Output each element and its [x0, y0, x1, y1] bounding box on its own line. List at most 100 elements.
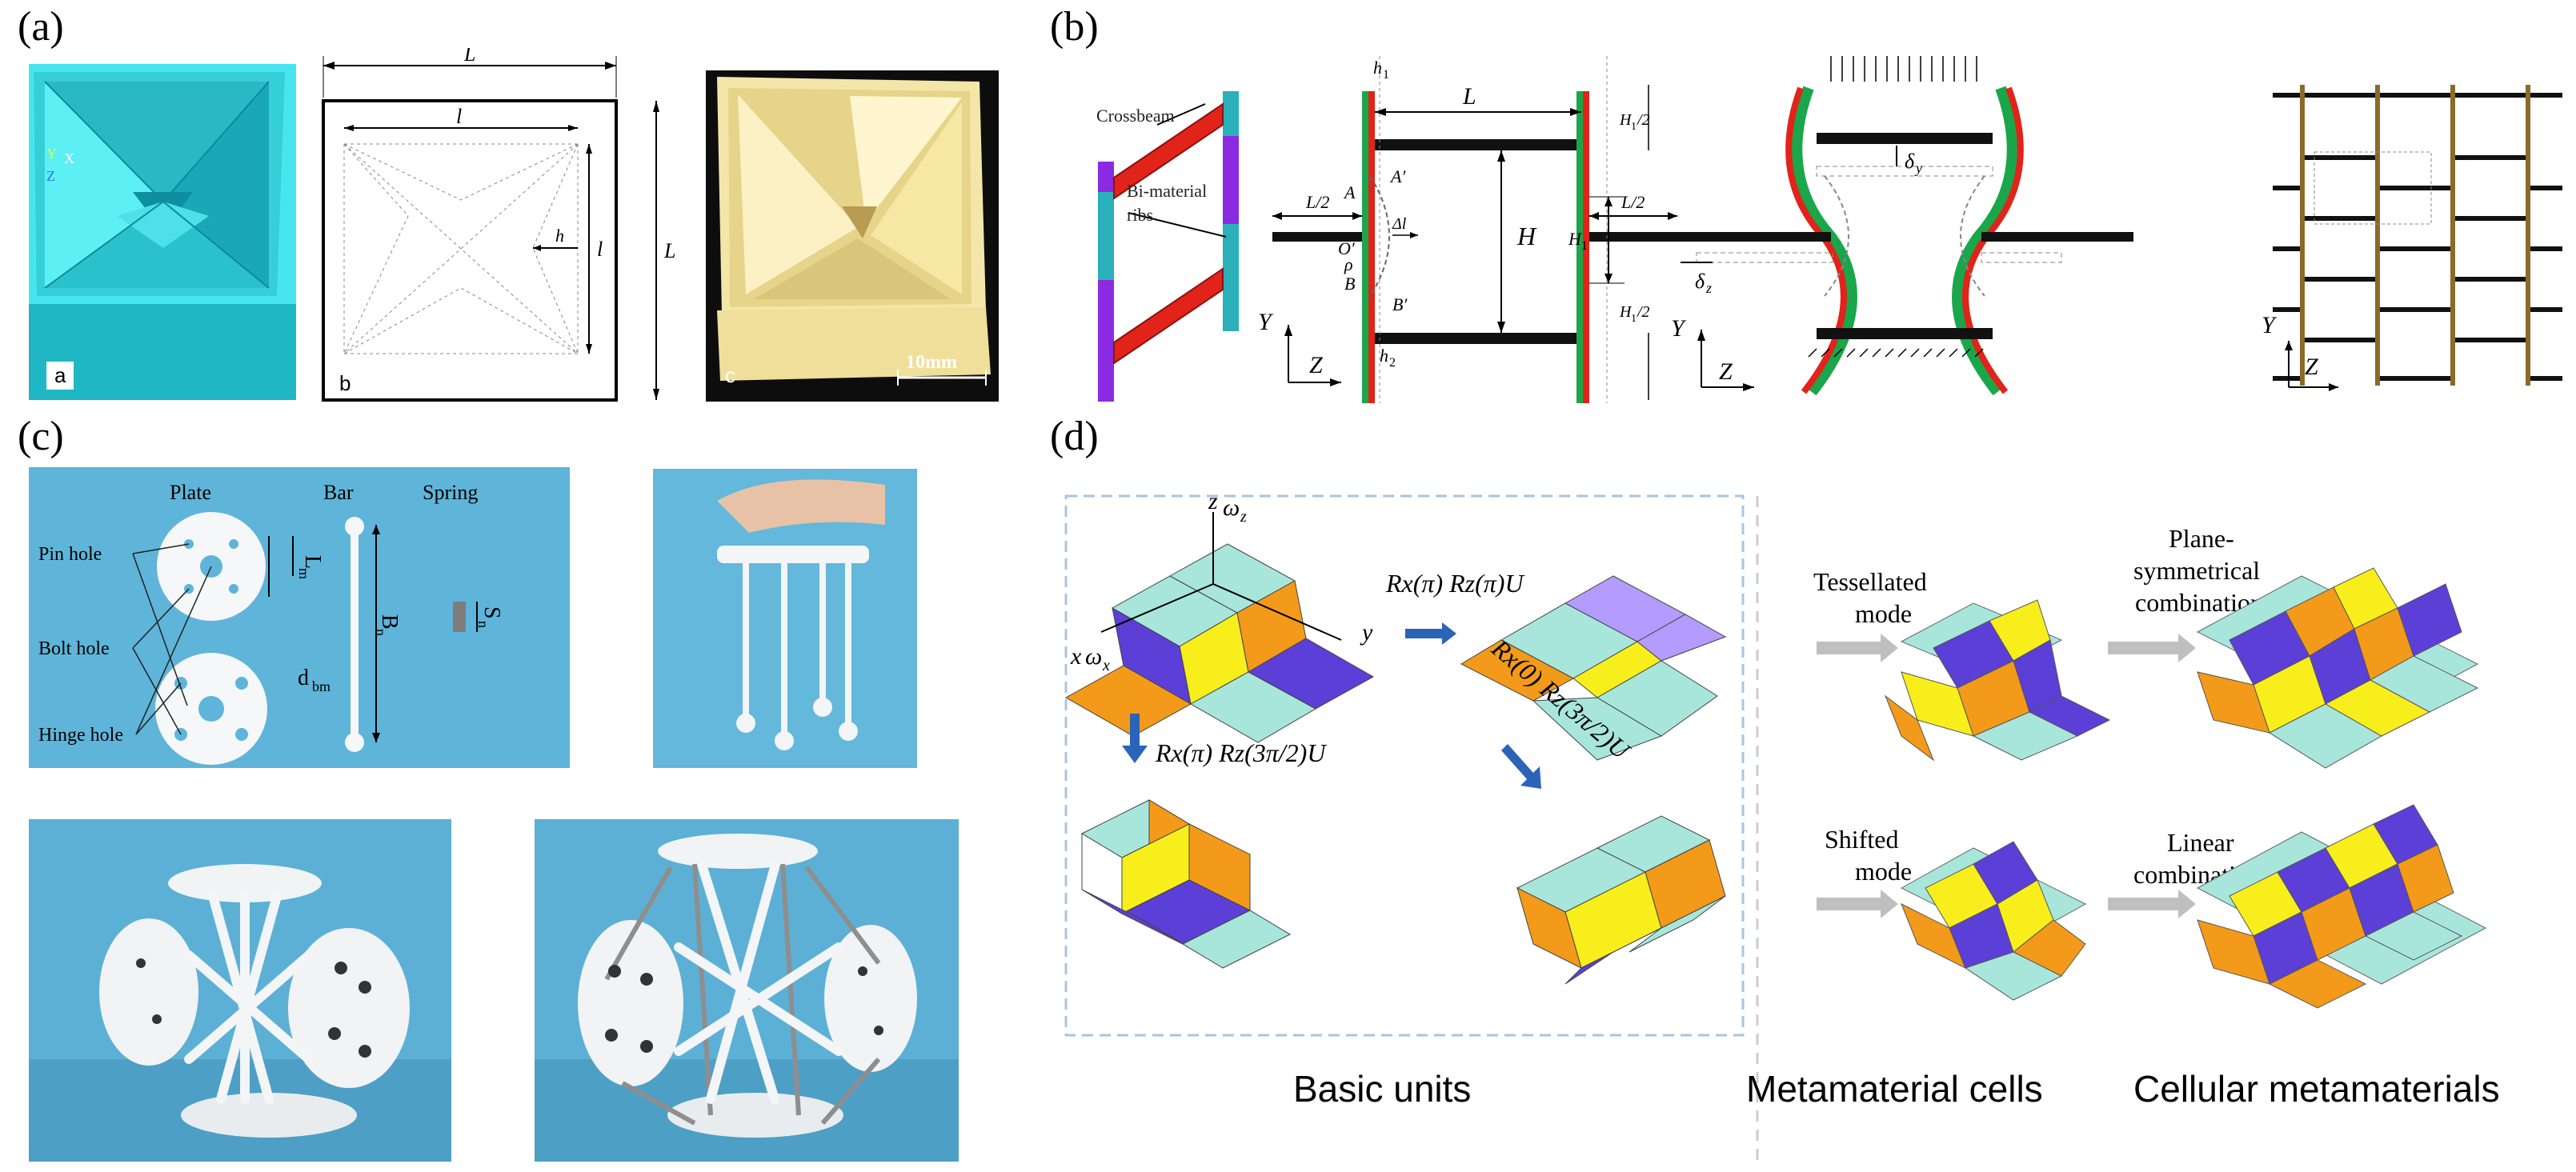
point-B: B — [1344, 274, 1355, 294]
caption-metamaterial-cells: Metamaterial cells — [1746, 1068, 2043, 1110]
basic-unit-rotated-2 — [1080, 799, 1292, 969]
delta-z-label: δ — [1695, 270, 1705, 293]
point-A-prime: A′ — [1389, 166, 1406, 186]
tessellated-label-1: Tessellated — [1813, 567, 1927, 596]
pin-hole-label: Pin hole — [38, 544, 102, 565]
H-label: H — [1516, 222, 1537, 250]
sub-c-tag: c — [725, 363, 735, 387]
H1-label: H — [1568, 229, 1582, 249]
Lm-label: L — [300, 555, 325, 569]
basic-unit-rotated-3 — [1516, 815, 1726, 985]
dim-h: h — [555, 226, 564, 246]
lattice-axis-Y: Y — [2262, 312, 2278, 338]
point-A: A — [1343, 182, 1356, 202]
deformed-axis-Y: Y — [1671, 315, 1687, 342]
unit-cell-geometry: h 1 L L/2 L/2 A A′ O′ ρ Δl B B′ H H 1 H … — [1258, 56, 1677, 403]
shifted-label-2: mode — [1855, 857, 1912, 886]
dim-L-top: L — [463, 48, 475, 66]
model-axis-z: Z — [46, 168, 55, 184]
panel-c-hand-photo — [653, 469, 917, 768]
basic-unit-main: z ω z x ω x y — [1064, 488, 1375, 743]
Bn-sub: n — [373, 629, 389, 636]
H1-half-top-suffix: /2 — [1637, 111, 1650, 129]
delta-y-sub: y — [1914, 160, 1922, 176]
rho-label: ρ — [1344, 254, 1353, 274]
bi-material-label-1: Bi-material — [1127, 181, 1207, 201]
basic-unit-rotated-1 — [1460, 575, 1727, 761]
L-label: L — [1462, 83, 1476, 110]
bar-label: Bar — [323, 481, 354, 504]
h2-label-sub: 2 — [1389, 356, 1396, 370]
hinge-hole-label: Hinge hole — [38, 725, 123, 746]
tessellated-cell — [1884, 599, 2111, 762]
axis-y: y — [1360, 619, 1373, 646]
crossbeam-label: Crossbeam — [1096, 106, 1175, 126]
sub-b-tag: b — [339, 371, 351, 395]
panel-d-diagram: z ω z x ω x y Rx(π) Rz(π)U Rx(π) Rz(3π/2… — [1053, 472, 2569, 1168]
H1-label-sub: 1 — [1581, 239, 1588, 253]
point-B-prime: B′ — [1392, 294, 1408, 314]
H1-half-top-sub: 1 — [1631, 121, 1637, 133]
point-O-prime: O′ — [1338, 238, 1356, 258]
dim-l-inner: l — [456, 105, 462, 128]
model-axis-x: X — [64, 150, 74, 166]
tessellated-label-2: mode — [1855, 599, 1912, 628]
deformed-axis-Z: Z — [1719, 358, 1733, 385]
axis-omega-z-sub: z — [1240, 508, 1247, 526]
cell-axis-Z: Z — [1309, 352, 1323, 378]
plate-label: Plate — [170, 481, 211, 504]
panel-b-label: (b) — [1050, 4, 1099, 50]
dbm-label: d — [298, 666, 309, 690]
axis-x: x — [1070, 643, 1082, 670]
H1-half-bot-suffix: /2 — [1637, 303, 1650, 321]
panel-b-diagram: Crossbeam Bi-material ribs — [1072, 56, 2569, 408]
delta-y-label: δ — [1905, 150, 1915, 173]
Bn-label: B — [377, 614, 402, 630]
dbm-sub: bm — [312, 678, 331, 694]
scale-bar-label: 10mm — [906, 352, 957, 373]
panel-d-label: (d) — [1050, 414, 1099, 459]
transform-2: Rx(π) Rz(3π/2)U — [1155, 738, 1327, 767]
h1-label: h — [1373, 58, 1382, 78]
linear-label-1: Linear — [2167, 828, 2234, 857]
cell-axis-Y: Y — [1258, 309, 1274, 335]
caption-cellular-metamaterials: Cellular metamaterials — [2133, 1068, 2500, 1110]
sub-a-tag: a — [46, 362, 74, 390]
dim-l-right: l — [597, 238, 603, 261]
lattice-axis-Z: Z — [2305, 354, 2318, 380]
panel-a-model-render: Y X Z a — [29, 64, 296, 400]
panel-c-parts-photo: Plate Bar Spring Pin hole Bolt hole Hing… — [29, 467, 570, 768]
bi-material-label-2: ribs — [1127, 205, 1153, 225]
panel-a-schematic: L l h l L b — [312, 42, 696, 406]
model-axis-y: Y — [46, 146, 57, 162]
L-half-left-label: L/2 — [1305, 192, 1329, 212]
panel-a-label: (a) — [18, 4, 64, 50]
panel-a-photo: 10mm c — [706, 70, 999, 402]
delta-z-sub: z — [1705, 280, 1712, 296]
H1-half-bot: H — [1619, 303, 1633, 321]
deformed-cell: δ y δ z Y Z — [1671, 56, 2133, 396]
lattice: Y Z — [2262, 85, 2562, 391]
L-half-right-label: L/2 — [1621, 192, 1645, 212]
bolt-hole-label: Bolt hole — [38, 638, 110, 659]
axis-omega-z: ω — [1223, 494, 1240, 521]
plane-symmetrical-array — [2196, 567, 2479, 769]
Sn-sub: n — [475, 621, 491, 628]
linear-combination-array — [2196, 804, 2487, 1009]
caption-basic-units: Basic units — [1293, 1068, 1472, 1110]
transform-1: Rx(π) Rz(π)U — [1385, 569, 1524, 598]
dim-L-right: L — [663, 239, 675, 262]
h2-label: h — [1380, 346, 1388, 366]
axis-omega-x-sub: x — [1102, 657, 1110, 674]
shifted-label-1: Shifted — [1825, 825, 1898, 854]
axis-z: z — [1208, 488, 1218, 514]
Lm-sub: m — [296, 568, 312, 579]
H1-half-top: H — [1619, 111, 1633, 129]
delta-l-label: Δl — [1392, 215, 1407, 233]
plane-sym-label-1: Plane- — [2169, 524, 2234, 553]
plane-sym-label-2: symmetrical — [2133, 556, 2260, 585]
Sn-label: S — [479, 606, 504, 619]
shifted-cell — [1900, 841, 2087, 1001]
panel-c-assembly-photo-1 — [29, 819, 451, 1162]
panel-c-assembly-photo-2 — [535, 819, 959, 1162]
